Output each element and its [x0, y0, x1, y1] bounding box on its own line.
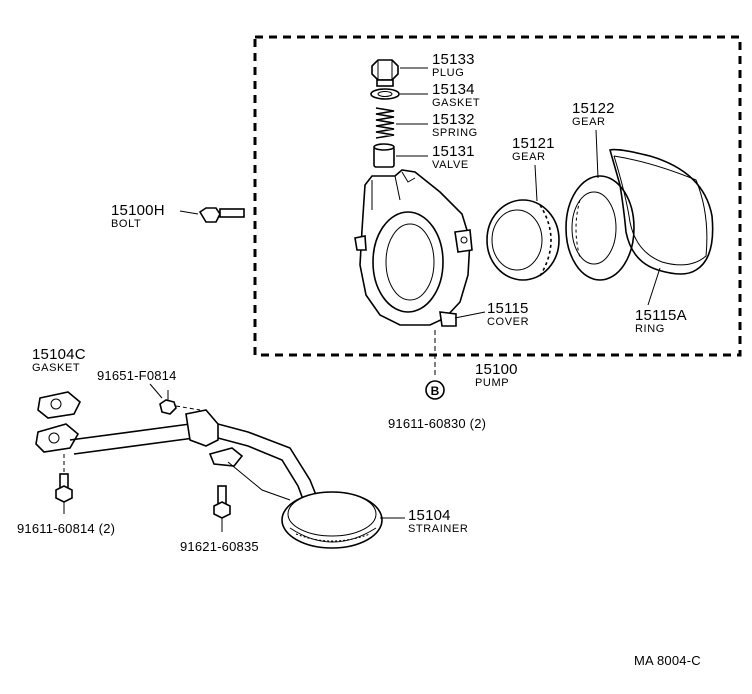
bolt-91611-60814-part [55, 473, 73, 503]
callout-15134-number: 15134 [432, 81, 475, 98]
bolt-15100h-part [198, 207, 245, 223]
callout-15115a-number: 15115A [635, 307, 687, 324]
callout-15104c-number: 15104C [32, 346, 86, 363]
callout-15115-number: 15115 [487, 300, 529, 317]
ring-15115a-part [609, 148, 714, 275]
callout-15134-name: GASKET [432, 97, 480, 109]
bolt-91621-60835-part [213, 485, 231, 519]
callout-91621-60835: 91621-60835 [180, 539, 259, 554]
callout-15132-name: SPRING [432, 127, 478, 139]
callout-15122-number: 15122 [572, 100, 615, 117]
spring-part [375, 107, 395, 139]
reference-marker-circle [425, 380, 445, 400]
reference-marker: B [431, 384, 440, 398]
gear-15121-part [486, 199, 560, 281]
callout-91611-60830: 91611-60830 (2) [388, 416, 486, 431]
callout-91651-f0814: 91651-F0814 [97, 368, 177, 383]
bolt-91651-part [159, 390, 177, 415]
callout-15100-name: PUMP [475, 377, 509, 389]
callout-91611-60814: 91611-60814 (2) [17, 521, 115, 536]
valve-part [373, 143, 395, 168]
callout-15121-name: GEAR [512, 151, 546, 163]
callout-15104c-name: GASKET [32, 362, 80, 374]
callout-15133-number: 15133 [432, 51, 475, 68]
callout-15115-name: COVER [487, 316, 529, 328]
gasket-ring-part [370, 88, 400, 100]
pump-body-part [354, 169, 473, 327]
callout-15131-name: VALVE [432, 159, 469, 171]
callout-15122-name: GEAR [572, 116, 606, 128]
callout-15100-number: 15100 [475, 361, 518, 378]
gear-15122-part [565, 175, 635, 281]
pump-assembly-boundary [253, 35, 742, 357]
callout-15121-number: 15121 [512, 135, 555, 152]
callout-15115a-name: RING [635, 323, 665, 335]
callout-15100h-number: 15100H [111, 202, 165, 219]
callout-15132-number: 15132 [432, 111, 475, 128]
callout-15104-number: 15104 [408, 507, 451, 524]
callout-15100h-name: BOLT [111, 218, 141, 230]
diagram-code: MA 8004-C [634, 653, 701, 668]
callout-15104-name: STRAINER [408, 523, 468, 535]
callout-15131-number: 15131 [432, 143, 475, 160]
oil-pipe-part [35, 391, 383, 549]
callout-15133-name: PLUG [432, 67, 464, 79]
plug-part [371, 59, 399, 87]
